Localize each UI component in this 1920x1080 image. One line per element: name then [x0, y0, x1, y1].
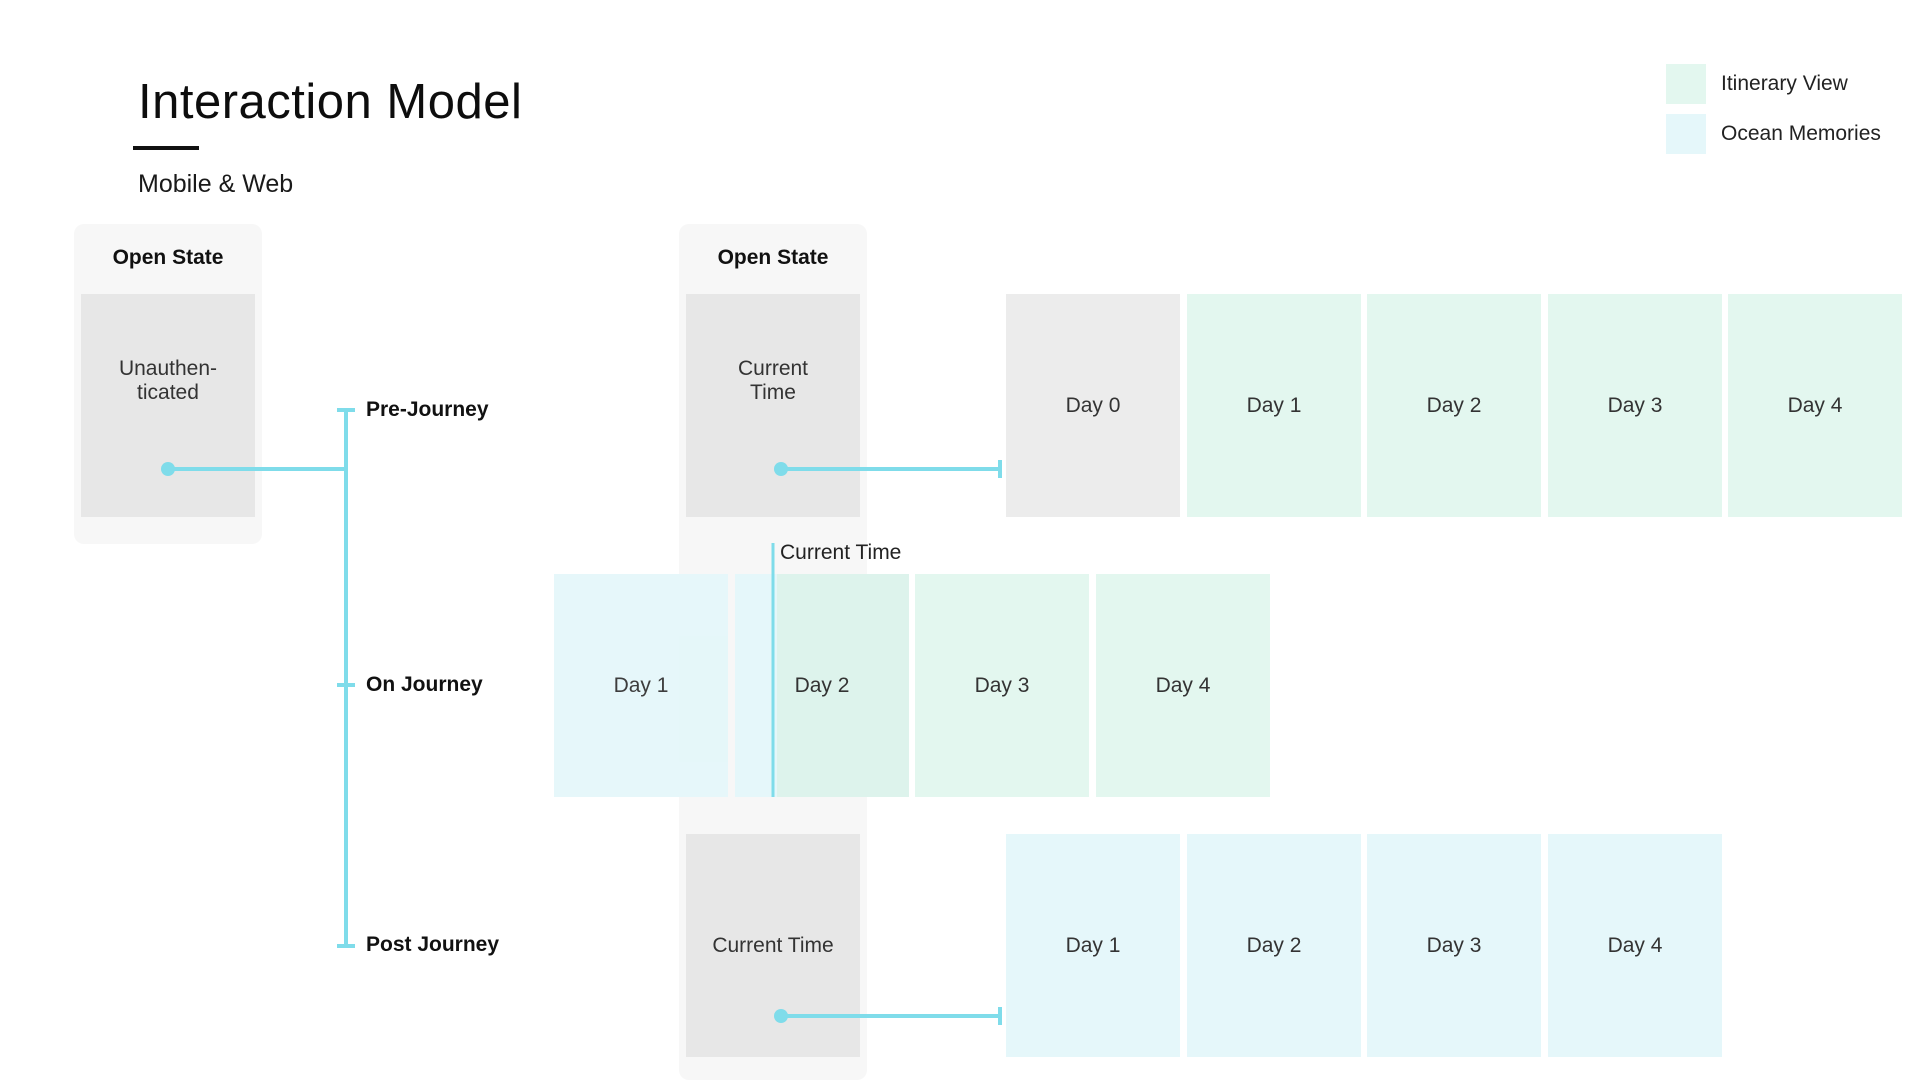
pre-day-2-label: Day 2 — [1426, 393, 1482, 417]
pre-day-4-label: Day 4 — [1787, 393, 1843, 417]
legend-label-itinerary: Itinerary View — [1721, 72, 1848, 95]
on-day-4-card[interactable]: Day 4 — [1096, 574, 1270, 797]
post-day-2-card[interactable]: Day 2 — [1187, 834, 1361, 1057]
pre-day-1-card[interactable]: Day 1 — [1187, 294, 1361, 517]
pre-day-2-card[interactable]: Day 2 — [1367, 294, 1541, 517]
on-day-3-card[interactable]: Day 3 — [915, 574, 1089, 797]
on-day-2-memories-part — [735, 574, 777, 797]
on-day-2-itinerary-part — [777, 574, 909, 797]
pre-day-3-label: Day 3 — [1607, 393, 1663, 417]
left-panel-title: Open State — [112, 246, 224, 269]
pre-day-3-card[interactable]: Day 3 — [1548, 294, 1722, 517]
post-day-4-label: Day 4 — [1607, 933, 1663, 957]
pre-day-1-label: Day 1 — [1246, 393, 1302, 417]
stage-on-journey: On Journey — [366, 673, 483, 696]
unauthenticated-screen[interactable]: Unauthen- ticated — [81, 294, 255, 517]
post-day-1-label: Day 1 — [1065, 933, 1121, 957]
on-day-2-card[interactable]: Day 2 — [735, 574, 909, 797]
on-day-4-label: Day 4 — [1155, 673, 1211, 697]
post-journey-current-time-label: Current Time — [712, 933, 834, 957]
post-day-3-card[interactable]: Day 3 — [1367, 834, 1541, 1057]
on-journey-current-time-label: Current Time — [780, 541, 902, 564]
legend-label-memories: Ocean Memories — [1721, 122, 1881, 145]
pre-journey-current-time-label: Current Time — [737, 356, 809, 404]
pre-day-0-label: Day 0 — [1065, 393, 1121, 417]
center-panel-title: Open State — [717, 246, 829, 269]
on-day-1-card[interactable]: Day 1 — [554, 574, 728, 797]
stage-pre-journey: Pre-Journey — [366, 398, 489, 421]
page-subtitle: Mobile & Web — [138, 170, 294, 198]
legend-swatch-memories — [1666, 114, 1706, 154]
pre-journey-current-time-screen[interactable]: Current Time — [686, 294, 860, 517]
post-day-4-card[interactable]: Day 4 — [1548, 834, 1722, 1057]
post-day-3-label: Day 3 — [1426, 933, 1482, 957]
post-day-2-label: Day 2 — [1246, 933, 1302, 957]
legend-swatch-itinerary — [1666, 64, 1706, 104]
unauthenticated-label: Unauthen- ticated — [118, 356, 218, 404]
pre-day-4-card[interactable]: Day 4 — [1728, 294, 1902, 517]
on-day-3-label: Day 3 — [974, 673, 1030, 697]
post-day-1-card[interactable]: Day 1 — [1006, 834, 1180, 1057]
stage-post-journey: Post Journey — [366, 933, 500, 956]
post-journey-current-time-screen[interactable]: Current Time — [686, 834, 860, 1057]
page-title: Interaction Model — [138, 75, 523, 129]
on-day-2-label: Day 2 — [794, 673, 850, 697]
on-day-1-label: Day 1 — [613, 673, 669, 697]
title-underline — [133, 146, 199, 150]
pre-day-0-card[interactable]: Day 0 — [1006, 294, 1180, 517]
